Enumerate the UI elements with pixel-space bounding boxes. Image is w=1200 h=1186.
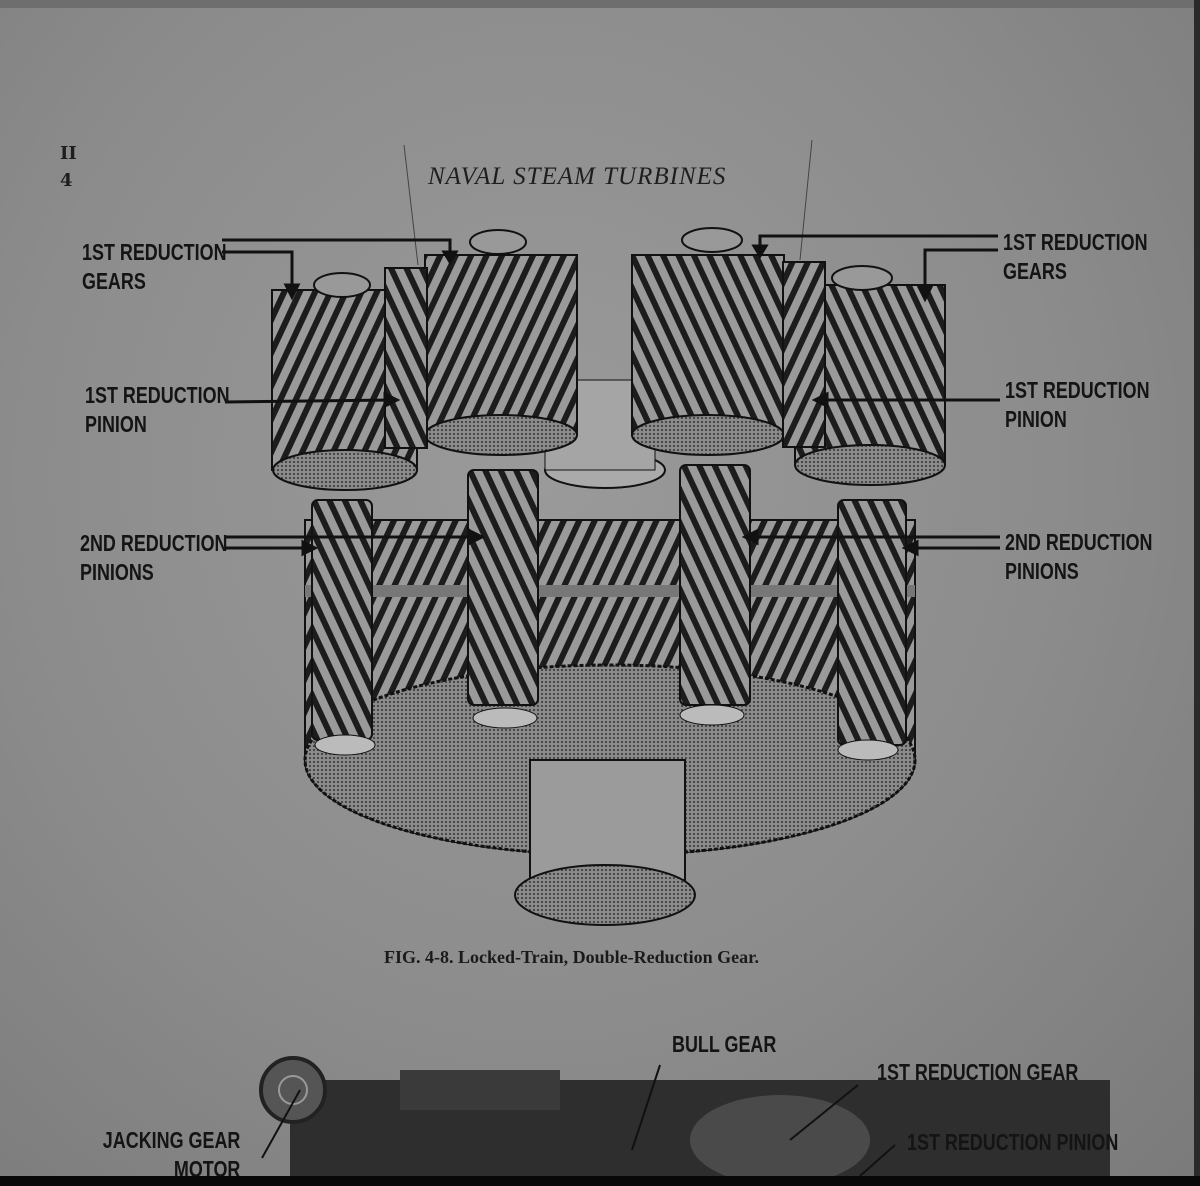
figure-caption: FIG. 4-8. Locked-Train, Double-Reduction… bbox=[384, 947, 760, 967]
first-reduction-gears bbox=[271, 227, 946, 491]
running-header: NAVAL STEAM TURBINES bbox=[428, 163, 727, 190]
scan-bottom-edge bbox=[0, 1176, 1200, 1186]
label-bull-gear: BULL GEAR bbox=[672, 1031, 777, 1057]
label-1st-reduction-pinion: 1ST REDUCTION PINION bbox=[907, 1129, 1119, 1155]
scan-right-edge bbox=[1194, 0, 1200, 1186]
section-number: II bbox=[60, 143, 77, 164]
second-reduction-pinions bbox=[311, 464, 907, 761]
reduction-gear-photo bbox=[259, 1056, 1110, 1185]
label-1st-reduction-gear: 1ST REDUCTION GEAR bbox=[877, 1059, 1079, 1085]
leader-arrows bbox=[222, 234, 1000, 557]
scan-top-edge bbox=[0, 0, 1200, 8]
page-number: 4 bbox=[60, 170, 73, 191]
first-reduction-pinions bbox=[384, 261, 826, 449]
